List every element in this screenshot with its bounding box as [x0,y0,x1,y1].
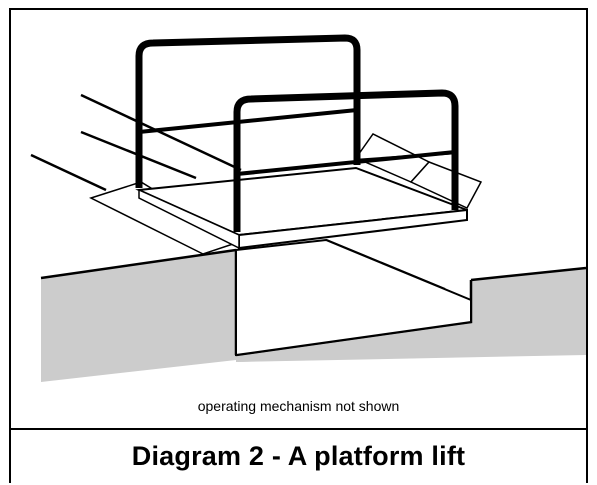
ground-edge-right [470,266,586,282]
back-railing [135,34,361,188]
right-flap-side [409,161,483,209]
pit-inner-face [235,238,472,357]
ground-edge-left [40,248,237,280]
platform-lift-illustration [30,34,586,382]
front-railing [233,89,459,232]
upper-rail-1 [80,93,242,172]
diagram-frame: operating mechanism not shown Diagram 2 … [9,8,588,483]
platform-left-edge [138,188,240,250]
diagram-note: operating mechanism not shown [197,398,400,414]
upper-rail-3 [30,153,107,192]
back-mid-rail [138,108,358,134]
figure-area: operating mechanism not shown [11,10,586,430]
diagram-caption: Diagram 2 - A platform lift [131,441,466,471]
ground-left [41,250,236,382]
right-cross-rail [356,151,456,162]
pit-floor [236,322,586,362]
